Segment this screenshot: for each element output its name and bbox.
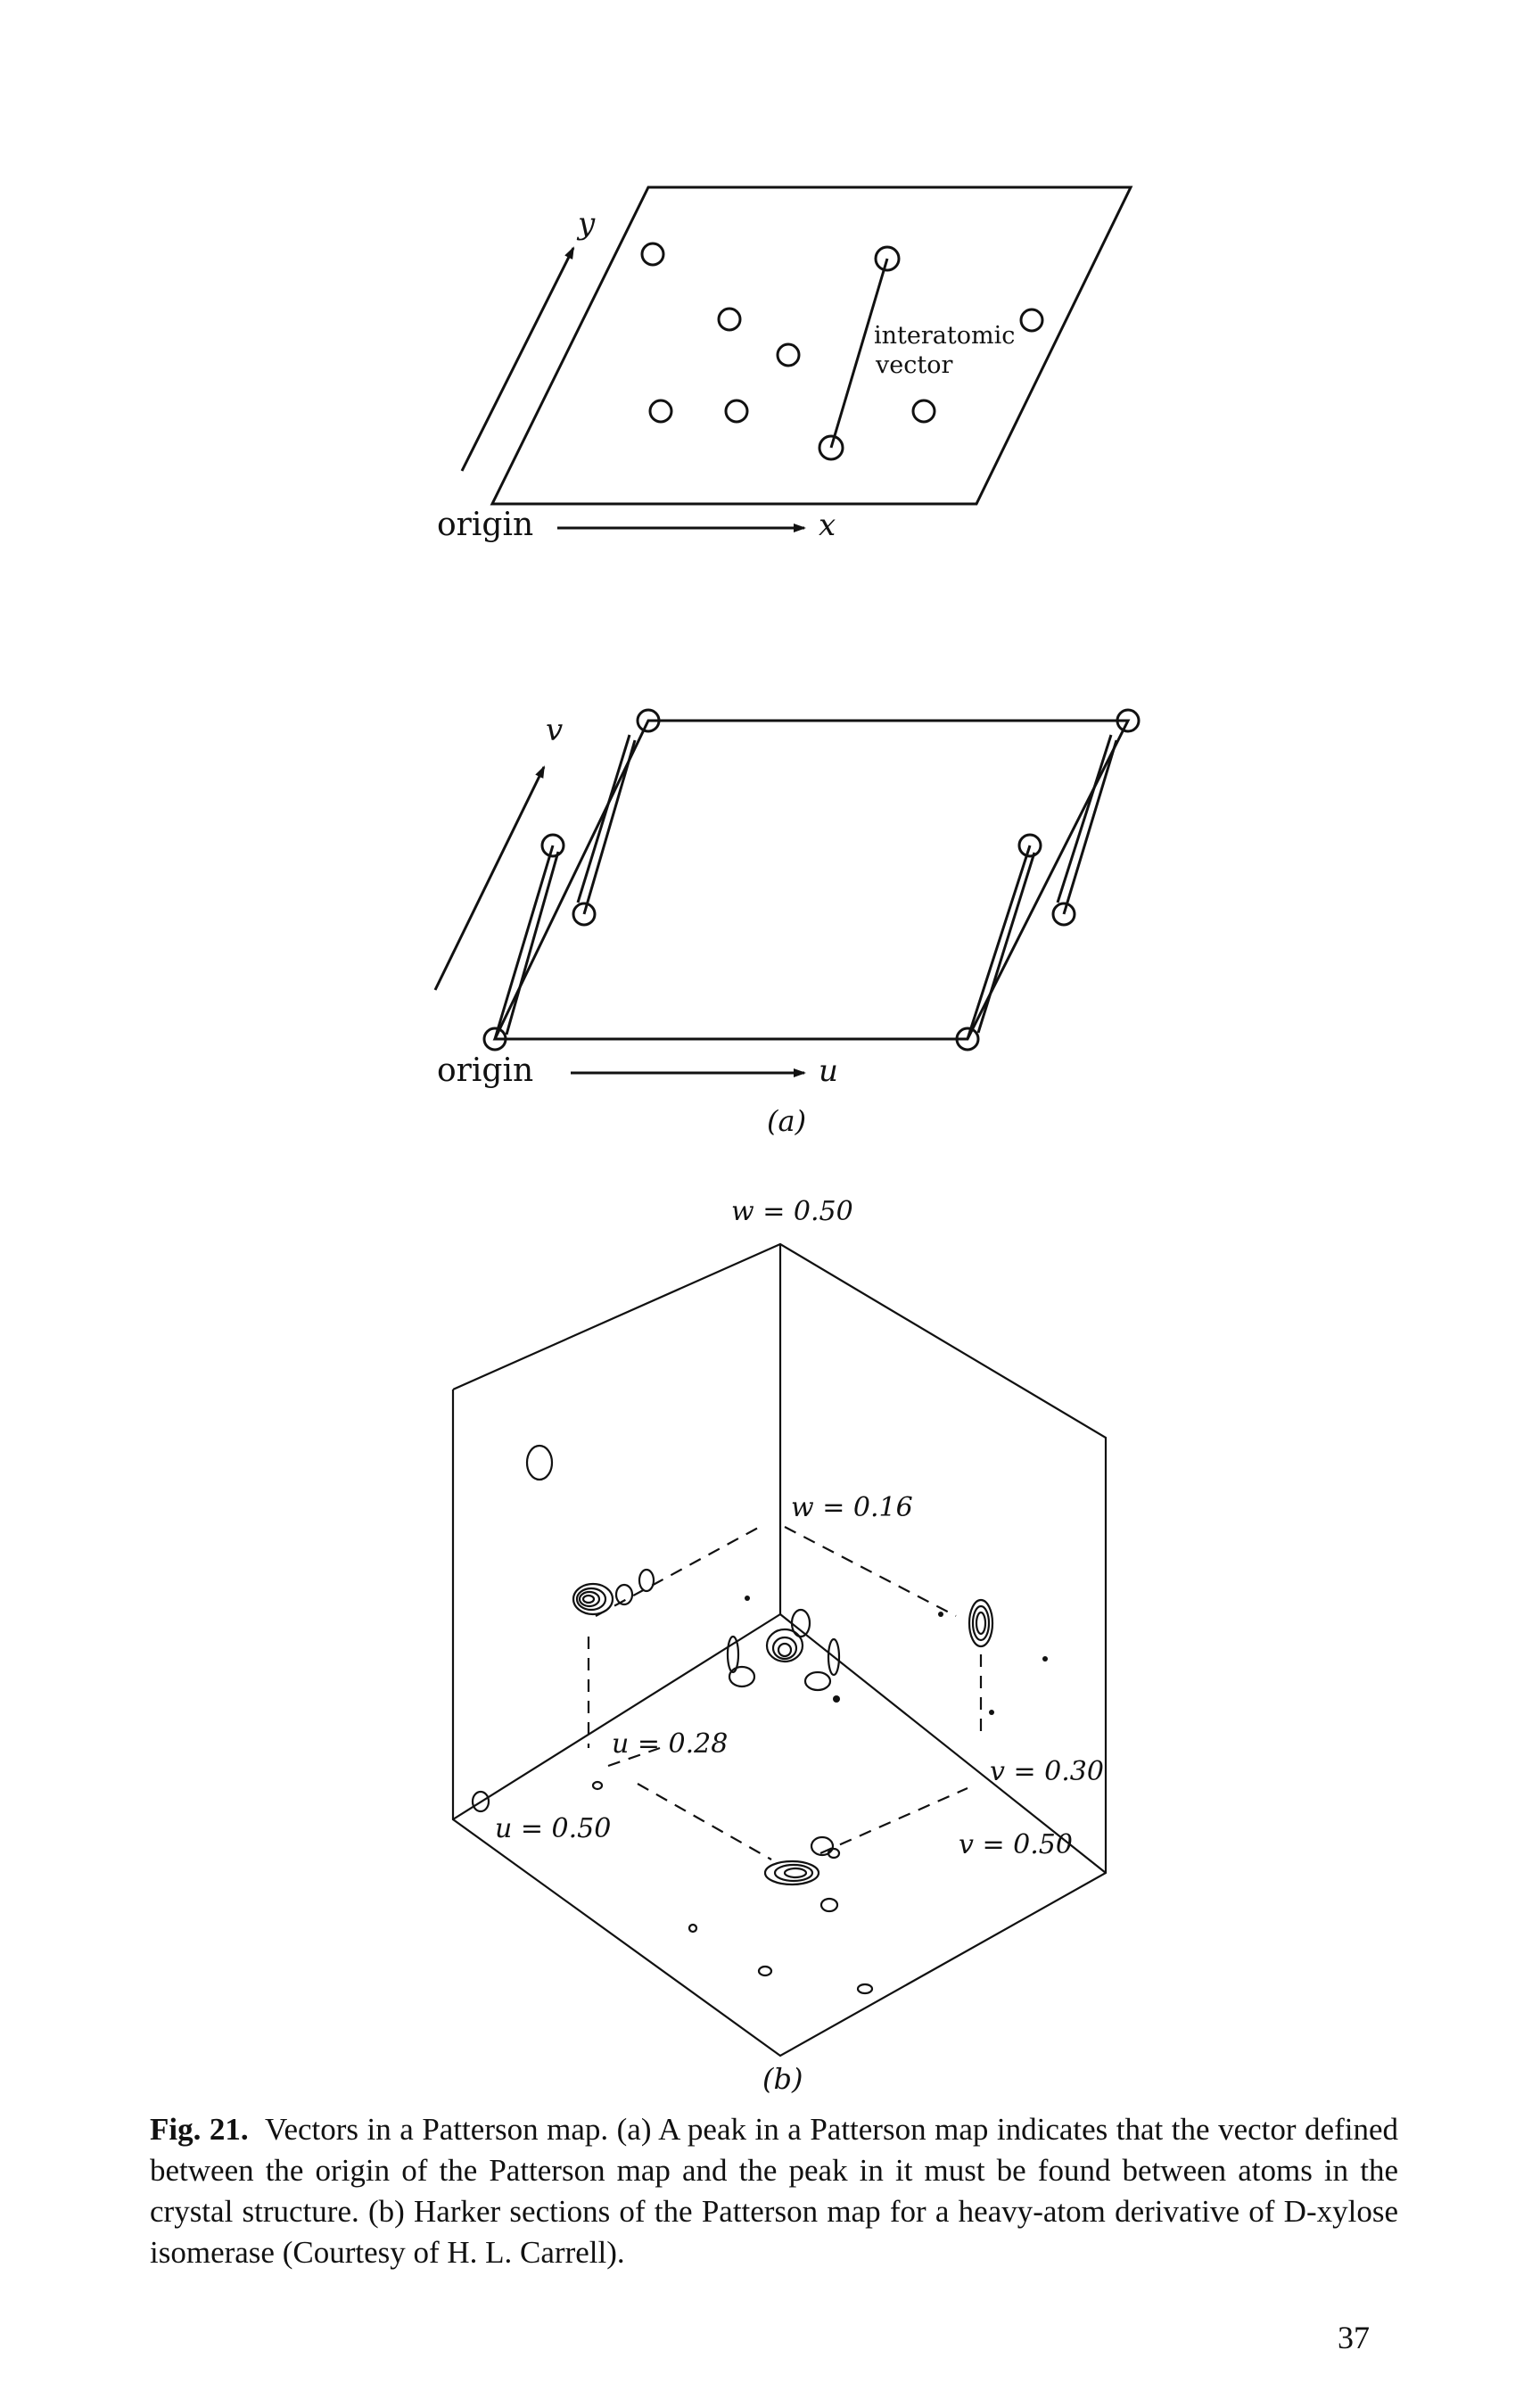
vector-line [505, 851, 560, 1035]
vector-peak [572, 902, 597, 927]
figure-caption: Fig. 21. Vectors in a Patterson map. (a)… [150, 2109, 1398, 2273]
peak-minor [688, 1923, 698, 1934]
corner-peak [955, 1027, 980, 1051]
label-w-016: w = 0.16 [791, 1492, 913, 1523]
axis-x-label: x [819, 507, 836, 543]
atom-vector-end [874, 245, 901, 272]
peak-dot [938, 1612, 943, 1617]
axis-v-label: v [546, 713, 563, 748]
peak-minor [856, 1983, 874, 1995]
cube-edge-left [452, 1613, 781, 1820]
peak-minor [591, 1780, 604, 1791]
axis-y-label: y [576, 206, 596, 242]
peak-left [572, 1568, 655, 1616]
interatomic-vector [829, 258, 889, 449]
harker-section-lines [587, 1526, 983, 1860]
origin-label-top: origin [437, 507, 533, 543]
vector-line [582, 739, 637, 915]
panel-b-label: (b) [762, 2062, 803, 2096]
peak-minor [757, 1965, 773, 1977]
peak-dots [745, 1596, 1048, 1715]
dash-line [607, 1746, 661, 1768]
vector-line [493, 845, 555, 1040]
peak-center [726, 1608, 841, 1692]
peak-dot [989, 1710, 994, 1715]
peak-dot [745, 1596, 750, 1601]
peak-minor [525, 1444, 554, 1481]
label-u-028: u = 0.28 [612, 1728, 728, 1760]
vector-line [576, 734, 631, 903]
vector-line [966, 845, 1032, 1040]
vector-label-line1: interatomic [874, 322, 1015, 350]
caption-text: Vectors in a Patterson map. (a) A peak i… [150, 2112, 1398, 2270]
peak-dot [833, 1695, 840, 1703]
origin-label-bottom: origin [437, 1052, 533, 1089]
peak-right [968, 1598, 994, 1648]
vector-peak [1017, 833, 1042, 858]
unit-cell-patterson [492, 719, 1131, 1041]
atom [724, 399, 749, 424]
dash-line [819, 1786, 968, 1855]
peak-minor [819, 1897, 839, 1913]
dash-line [595, 1526, 761, 1617]
vector-line [1056, 734, 1113, 903]
label-u-050: u = 0.50 [495, 1813, 611, 1844]
atom [648, 399, 673, 424]
y-axis-arrow [460, 246, 575, 472]
atom [640, 242, 665, 267]
origin-peak [482, 1027, 507, 1051]
label-v-050: v = 0.50 [959, 1829, 1073, 1860]
label-v-030: v = 0.30 [990, 1756, 1104, 1787]
atom [717, 307, 742, 332]
vector-peak [1051, 902, 1076, 927]
peak-dot [1042, 1656, 1048, 1662]
panel-a-label: (a) [767, 1104, 806, 1138]
peak-minor [471, 1790, 490, 1813]
unit-cell-crystal [490, 186, 1133, 506]
panel-b [451, 1242, 1108, 2058]
corner-peak [1116, 708, 1141, 733]
peak-bottom [763, 1835, 841, 1886]
dash-line [637, 1783, 772, 1860]
figure-number: Fig. 21. [150, 2112, 249, 2147]
axis-u-label: u [819, 1053, 838, 1089]
atom [776, 342, 801, 367]
vector-line [976, 852, 1036, 1034]
cube-edge-right [779, 1613, 1107, 1874]
atom [911, 399, 936, 424]
vector-line [1062, 739, 1118, 915]
atom [1019, 308, 1044, 333]
vector-peak [540, 833, 565, 858]
corner-peak [636, 708, 661, 733]
dash-line [784, 1526, 957, 1617]
atom-vector-start [818, 434, 844, 461]
v-axis-arrow [433, 765, 546, 991]
vector-label-line2: vector [875, 351, 952, 379]
panel-a-bottom [433, 708, 1141, 1077]
page-number: 37 [1338, 2320, 1370, 2355]
panel-a-top [460, 186, 1133, 532]
label-w-050: w = 0.50 [731, 1196, 853, 1227]
